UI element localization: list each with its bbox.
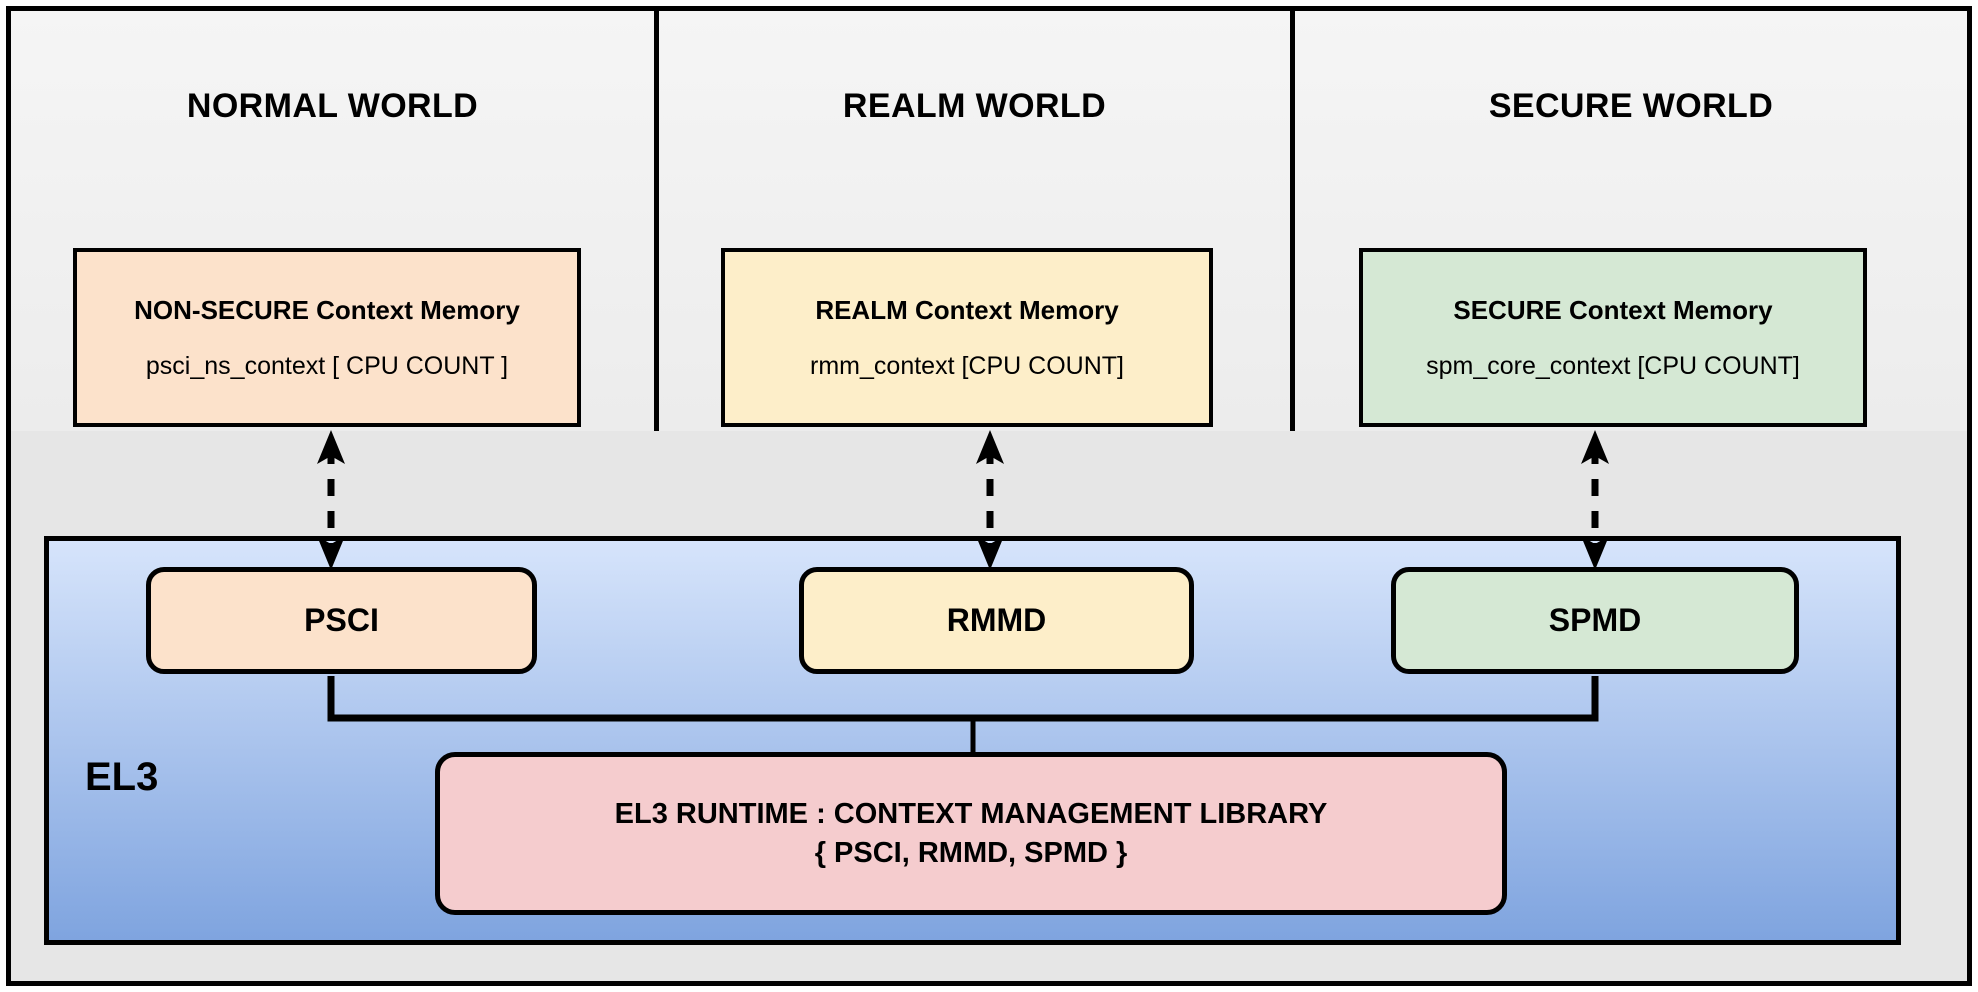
context-memory-subtitle-non-secure: psci_ns_context [ CPU COUNT ] <box>145 351 509 380</box>
runtime-library-line-2: { PSCI, RMMD, SPMD } <box>814 836 1128 869</box>
world-title-normal: NORMAL WORLD <box>186 87 479 125</box>
dispatcher-label-spmd: SPMD <box>1548 602 1642 638</box>
context-memory-box-secure: SECURE Context Memory spm_core_context [… <box>1359 248 1867 427</box>
context-memory-title-realm: REALM Context Memory <box>815 294 1119 325</box>
context-memory-title-secure: SECURE Context Memory <box>1453 294 1773 325</box>
world-title-realm: REALM WORLD <box>842 87 1107 125</box>
el3-runtime-library-box[interactable]: EL3 RUNTIME : CONTEXT MANAGEMENT LIBRARY… <box>435 752 1507 915</box>
dispatcher-label-rmmd: RMMD <box>946 602 1047 638</box>
context-memory-subtitle-realm: rmm_context [CPU COUNT] <box>810 351 1124 380</box>
dispatcher-label-psci: PSCI <box>304 602 379 638</box>
context-memory-box-realm: REALM Context Memory rmm_context [CPU CO… <box>721 248 1213 427</box>
context-memory-subtitle-secure: spm_core_context [CPU COUNT] <box>1426 351 1800 380</box>
dispatcher-box-spmd[interactable]: SPMD <box>1391 567 1799 674</box>
dispatcher-box-psci[interactable]: PSCI <box>146 567 537 674</box>
dispatcher-box-rmmd[interactable]: RMMD <box>799 567 1194 674</box>
runtime-library-line-1: EL3 RUNTIME : CONTEXT MANAGEMENT LIBRARY <box>614 797 1328 830</box>
context-memory-title-non-secure: NON-SECURE Context Memory <box>134 294 520 325</box>
el3-label: EL3 <box>85 755 159 799</box>
context-memory-box-non-secure: NON-SECURE Context Memory psci_ns_contex… <box>73 248 581 427</box>
world-title-secure: SECURE WORLD <box>1488 87 1774 125</box>
